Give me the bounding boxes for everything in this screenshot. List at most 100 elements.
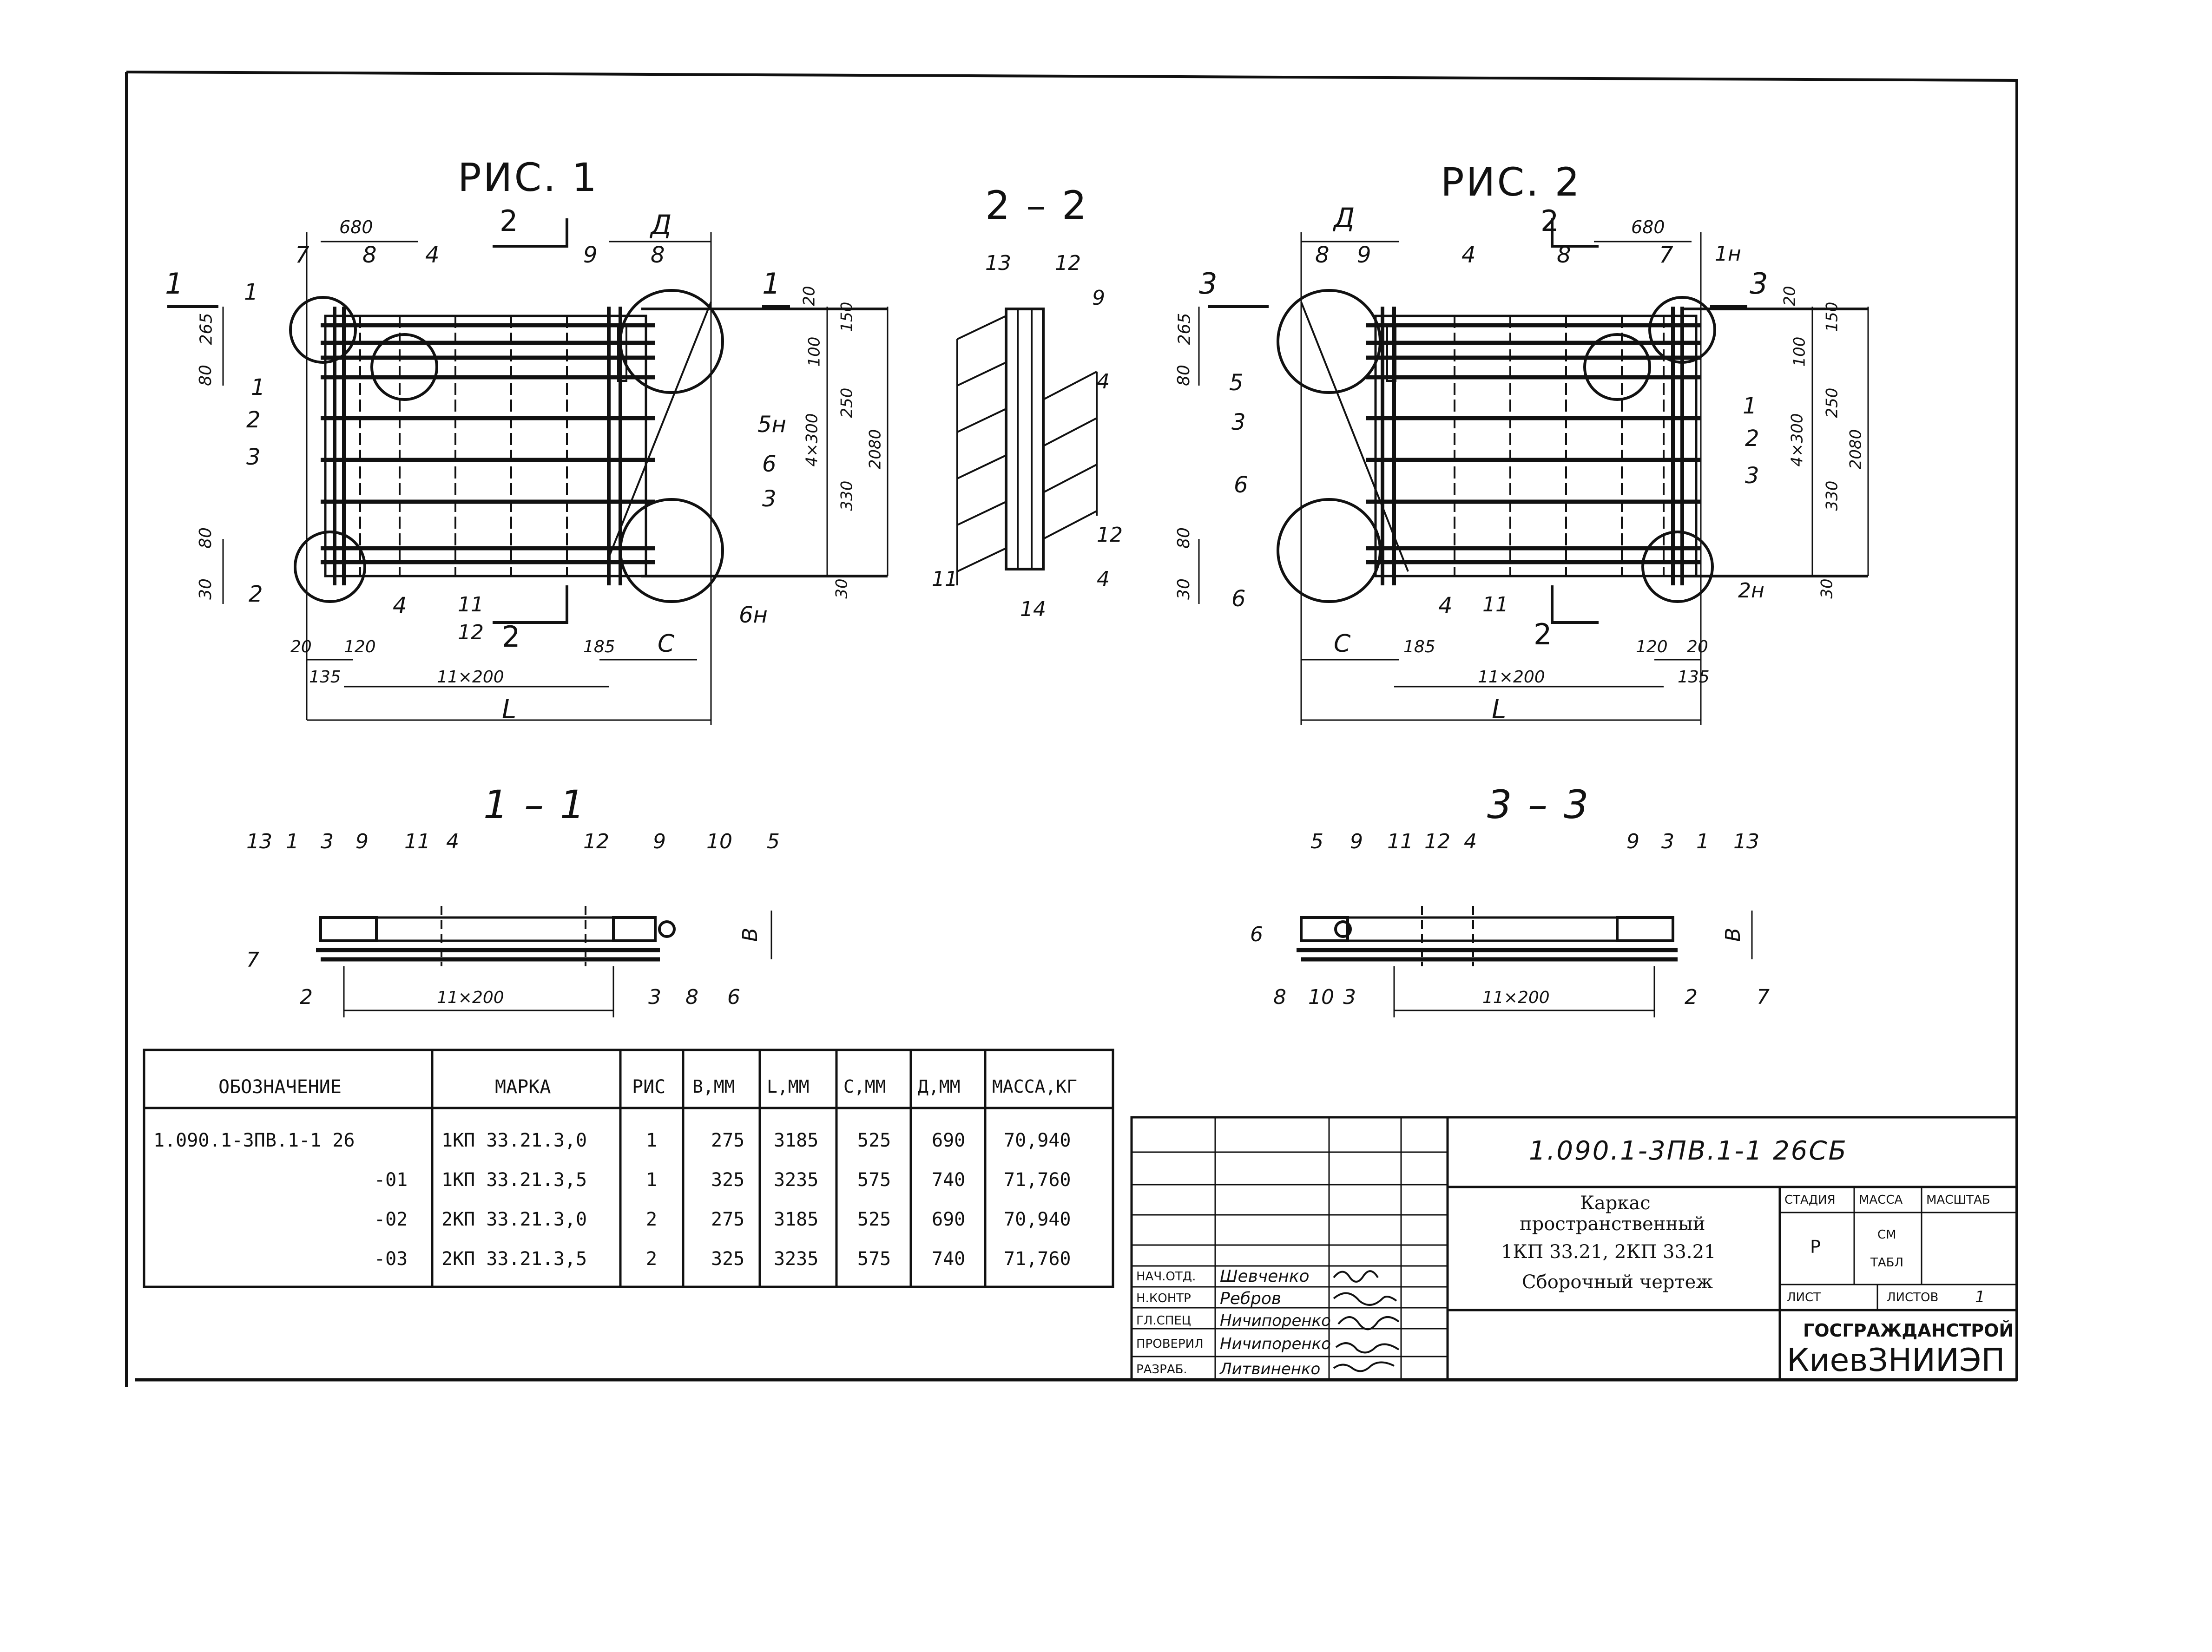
cell: 3235: [774, 1169, 819, 1191]
dim-label: 120: [344, 637, 376, 656]
stage-header: СТАДИЯ: [1784, 1193, 1836, 1207]
cell: 690: [932, 1209, 966, 1230]
callout: 9: [1626, 830, 1639, 853]
section-mark: 2: [1540, 204, 1561, 238]
callout: 5н: [757, 412, 786, 438]
callout: 6: [1231, 586, 1246, 612]
signer-name: Ничипоренко: [1220, 1335, 1331, 1353]
callout: 3: [1661, 830, 1674, 853]
dim-label: 11×200: [437, 988, 504, 1007]
callout: 9: [653, 830, 666, 853]
dim-label: 4×300: [1788, 413, 1807, 467]
cell: 740: [932, 1248, 966, 1270]
dim-label: 20: [290, 637, 312, 656]
cell: -03: [374, 1248, 408, 1270]
callout: 7: [246, 948, 259, 972]
callout: 9: [1092, 286, 1105, 310]
section-mark: 2: [500, 204, 520, 238]
cell: 690: [932, 1130, 966, 1151]
dim-label: 150: [1823, 302, 1842, 332]
section-mark: 2: [502, 620, 522, 654]
callout: 14: [1020, 597, 1046, 621]
role-label: ПРОВЕРИЛ: [1136, 1337, 1204, 1351]
callout: 11: [404, 830, 430, 853]
role-label: ГЛ.СПЕЦ: [1136, 1314, 1191, 1328]
callout: 13: [985, 251, 1011, 275]
dim-label: 80: [1174, 527, 1193, 549]
dim-label: 135: [309, 668, 341, 687]
sheet-label: ЛИСТ: [1787, 1291, 1821, 1305]
dim-label: 80: [196, 527, 215, 549]
callout: 1: [244, 279, 258, 305]
spec-table-grid: [143, 1049, 1114, 1288]
fig2-plan: [1198, 218, 1869, 725]
cell: 1КП 33.21.3,0: [441, 1130, 587, 1151]
signer-name: Ребров: [1220, 1289, 1282, 1308]
dim-label: 100: [1790, 336, 1809, 367]
dim-label: 135: [1678, 668, 1710, 687]
callout: 5: [1310, 830, 1323, 853]
callout: 3: [762, 486, 777, 512]
cell: 71,760: [1004, 1248, 1071, 1270]
cell: 740: [932, 1169, 966, 1191]
callout: 11: [932, 567, 958, 591]
cell: 3185: [774, 1130, 819, 1151]
dim-label: 185: [583, 637, 615, 656]
callout: 2: [1745, 426, 1759, 452]
section-mark: 1: [762, 267, 783, 301]
dim-label: 250: [1823, 387, 1842, 418]
section-mark: 1: [165, 267, 185, 301]
dim-label: 11×200: [437, 668, 504, 687]
role-label: Н.КОНТР: [1136, 1291, 1191, 1305]
section-1-1: [316, 906, 772, 1017]
callout: 1: [251, 374, 265, 400]
callout: 13: [246, 830, 272, 853]
callout: 8: [1315, 242, 1330, 268]
section-2-2-title: 2 – 2: [985, 183, 1089, 228]
dim-label: Д: [1334, 202, 1355, 234]
callout: 6: [1234, 472, 1248, 498]
col-header: МАССА,КГ: [992, 1076, 1078, 1097]
fig2-title: РИС. 2: [1441, 159, 1581, 205]
title-line: 1КП 33.21, 2КП 33.21: [1501, 1241, 1716, 1263]
dim-label: L: [502, 695, 517, 725]
callout: 7: [295, 242, 309, 268]
cell: 3235: [774, 1248, 819, 1270]
cell: 525: [857, 1130, 891, 1151]
cell: 2КП 33.21.3,0: [441, 1209, 587, 1230]
dim-label: 11×200: [1478, 668, 1545, 687]
callout: 4: [1097, 370, 1110, 393]
cell: 575: [857, 1248, 891, 1270]
scale-header: МАСШТАБ: [1926, 1193, 1990, 1207]
callout: 1: [286, 830, 299, 853]
sheet-frame: [126, 71, 2018, 1380]
cell: -01: [374, 1169, 408, 1191]
callout: 8: [362, 242, 377, 268]
callout: 12: [583, 830, 609, 853]
callout: 11: [1387, 830, 1413, 853]
section-mark: 3: [1750, 267, 1770, 301]
callout: 10: [706, 830, 732, 853]
section-mark: 3: [1199, 267, 1219, 301]
callout: 5: [1229, 370, 1244, 396]
sheets-label: ЛИСТОВ: [1887, 1291, 1939, 1305]
callout: 3: [246, 444, 261, 470]
callout: 4: [1097, 567, 1110, 591]
cell: 525: [857, 1209, 891, 1230]
callout: 4: [425, 242, 440, 268]
dim-label: 80: [1174, 365, 1193, 386]
callout: 2: [246, 407, 261, 433]
dim-label: 680: [1631, 217, 1665, 237]
callout: 1: [1743, 393, 1757, 419]
callout: 10: [1308, 985, 1334, 1009]
callout: 12: [458, 621, 484, 644]
fig1-plan: [167, 218, 889, 725]
dim-label: 30: [1174, 578, 1193, 600]
signer-name: Ничипоренко: [1220, 1311, 1331, 1330]
dim-label: 150: [837, 302, 856, 332]
dim-label: 250: [837, 387, 856, 418]
col-header: С,ММ: [843, 1076, 886, 1097]
callout: 6: [762, 451, 777, 477]
callout: 12: [1097, 523, 1123, 547]
